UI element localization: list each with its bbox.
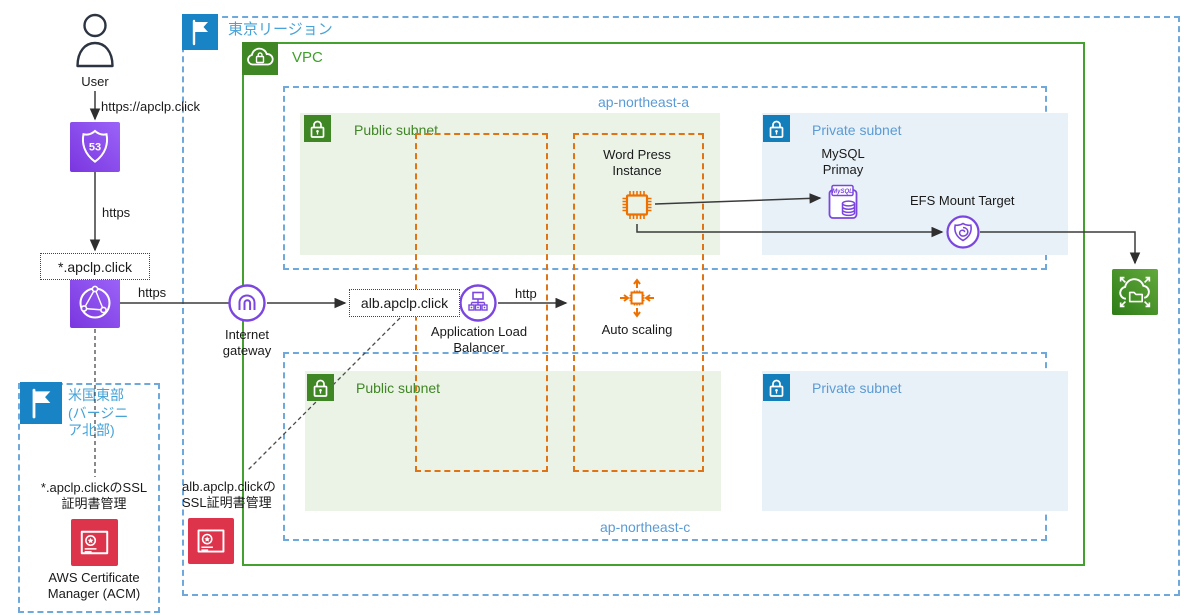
region-us-east-box <box>18 383 160 613</box>
wordpress-instance-label: Word Press Instance <box>603 147 671 179</box>
region-flag-icon <box>20 382 62 424</box>
acm-us-note: *.apclp.clickのSSL 証明書管理 <box>40 480 148 512</box>
public-subnet-c <box>305 371 721 511</box>
auto-scaling-group-instances <box>573 133 704 472</box>
public-subnet-lock-icon <box>307 374 334 401</box>
route53-badge: 53 <box>89 142 101 154</box>
private-subnet-c <box>762 371 1068 511</box>
private-subnet-a-label: Private subnet <box>812 122 902 138</box>
mysql-primary-label: MySQL Primay <box>821 146 865 178</box>
region-us-east-label: 米国東部 (バージニ ア北部) <box>68 387 129 438</box>
acm-us-label: AWS Certificate Manager (ACM) <box>47 570 141 602</box>
ec2-instance-icon <box>622 191 652 219</box>
dns-record-alb: alb.apclp.click <box>349 289 460 317</box>
internet-gateway-label: Internet gateway <box>222 327 272 359</box>
route53-icon: 53 <box>70 122 120 172</box>
efs-icon <box>1112 269 1158 315</box>
vpc-label: VPC <box>292 49 323 66</box>
internet-gateway-icon <box>228 284 266 322</box>
alb-label: Application Load Balancer <box>430 324 528 356</box>
public-subnet-lock-icon <box>304 115 331 142</box>
az-c-label: ap-northeast-c <box>600 519 691 535</box>
dns-record-wildcard: *.apclp.click <box>40 253 150 280</box>
private-subnet-lock-icon <box>763 374 790 401</box>
private-subnet-c-label: Private subnet <box>812 380 902 396</box>
mysql-badge: MySQL <box>832 189 853 195</box>
edge-label-https-1: https <box>102 205 131 220</box>
alb-icon <box>459 284 497 322</box>
edge-label-http: http <box>515 286 537 301</box>
cloudfront-icon <box>70 278 120 328</box>
region-flag-icon <box>182 14 218 50</box>
auto-scaling-icon <box>620 278 654 318</box>
acm-icon <box>71 519 118 566</box>
region-tokyo-label: 東京リージョン <box>228 21 333 38</box>
public-subnet-c-label: Public subnet <box>356 380 441 396</box>
efs-mount-target-icon <box>946 215 980 249</box>
private-subnet-lock-icon <box>763 115 790 142</box>
auto-scaling-label: Auto scaling <box>601 322 673 337</box>
efs-mount-target-label: EFS Mount Target <box>910 193 1015 208</box>
vpc-cloud-lock-icon <box>242 42 278 75</box>
user-label: User <box>81 74 109 89</box>
edge-label-https-apclp: https://apclp.click <box>101 99 200 114</box>
user-icon <box>76 13 114 68</box>
region-tokyo-box <box>182 16 1180 596</box>
edge-label-https-2: https <box>138 285 167 300</box>
acm-tokyo-note: alb.apclp.clickの SSL証明書管理 <box>182 479 276 511</box>
az-a-label: ap-northeast-a <box>598 94 690 110</box>
acm-icon <box>188 518 234 564</box>
rds-mysql-icon: MySQL <box>828 184 858 219</box>
